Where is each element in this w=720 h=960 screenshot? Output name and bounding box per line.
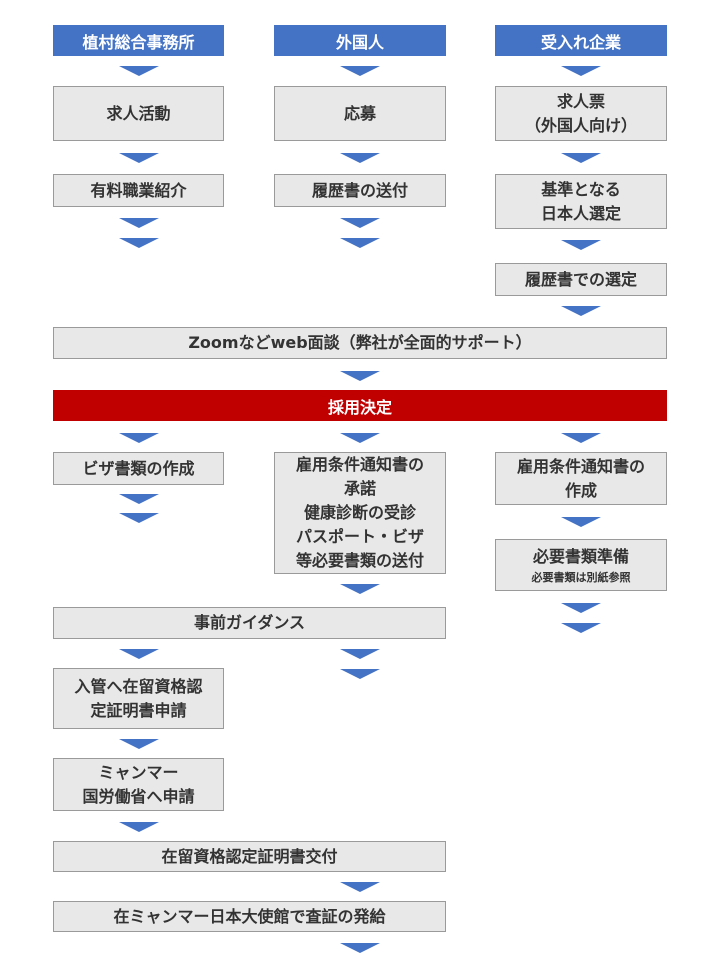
flow-arrow — [340, 584, 380, 594]
flow-arrow — [340, 943, 380, 953]
flow-arrow — [561, 240, 601, 250]
step-line: （外国人向け） — [524, 115, 637, 135]
flow-arrow — [561, 153, 601, 163]
flow-arrow — [340, 66, 380, 76]
step-line: 承諾 — [343, 479, 376, 498]
flow-arrow — [340, 153, 380, 163]
step-recruiting: 求人活動 — [53, 86, 224, 141]
header-company: 受入れ企業 — [495, 25, 667, 56]
flow-arrow — [561, 517, 601, 527]
step-employment-conditions: 雇用条件通知書の 作成 — [495, 452, 667, 505]
flow-arrow — [340, 218, 380, 228]
flow-arrow — [561, 623, 601, 633]
step-line: 雇用条件通知書の — [295, 455, 424, 474]
flow-arrow — [119, 649, 159, 659]
step-line: 日本人選定 — [540, 203, 621, 223]
step-web-interview: Zoomなどweb面談（弊社が全面的サポート） — [53, 327, 667, 359]
header-foreigner: 外国人 — [274, 25, 446, 56]
step-coe-issued: 在留資格認定証明書交付 — [53, 841, 446, 872]
step-myanmar-labor-application: ミャンマー 国労働省へ申請 — [53, 758, 224, 811]
flow-arrow — [119, 66, 159, 76]
step-line: 求人票 — [556, 91, 605, 111]
flow-arrow — [340, 669, 380, 679]
step-line: 国労働省へ申請 — [82, 786, 195, 806]
step-line: 定証明書申請 — [90, 700, 187, 720]
step-pre-guidance: 事前ガイダンス — [53, 607, 446, 639]
flow-arrow — [119, 513, 159, 523]
flow-arrow — [340, 882, 380, 892]
flow-arrow — [119, 433, 159, 443]
flow-arrow — [340, 433, 380, 443]
flow-arrow — [119, 238, 159, 248]
step-line: 基準となる — [541, 179, 621, 199]
flow-arrow — [561, 306, 601, 316]
flow-arrow — [119, 822, 159, 832]
step-line: パスポート・ビザ — [295, 527, 424, 546]
step-coe-application: 入管へ在留資格認 定証明書申請 — [53, 668, 224, 729]
flow-arrow — [561, 433, 601, 443]
step-line: 入管へ在留資格認 — [74, 676, 203, 696]
step-send-resume: 履歴書の送付 — [274, 174, 446, 207]
step-line: 健康診断の受診 — [303, 503, 416, 522]
step-line: ミャンマー — [98, 762, 179, 782]
step-line: 等必要書類の送付 — [295, 551, 424, 570]
flow-arrow — [340, 238, 380, 248]
step-foreigner-documents: 雇用条件通知書の 承諾 健康診断の受診 パスポート・ビザ 等必要書類の送付 — [274, 452, 446, 574]
step-prepare-documents: 必要書類準備 必要書類は別紙参照 — [495, 539, 667, 591]
step-paid-placement: 有料職業紹介 — [53, 174, 224, 207]
step-select-reference-japanese: 基準となる 日本人選定 — [495, 174, 667, 229]
flow-arrow — [340, 649, 380, 659]
step-visa-documents: ビザ書類の作成 — [53, 452, 224, 485]
hiring-decision-banner: 採用決定 — [53, 390, 667, 421]
flow-arrow — [119, 153, 159, 163]
flow-arrow — [561, 603, 601, 613]
step-line: 雇用条件通知書の — [516, 456, 645, 476]
step-line: 作成 — [564, 480, 597, 500]
flow-arrow — [119, 739, 159, 749]
header-uemura-office: 植村総合事務所 — [53, 25, 224, 56]
step-visa-issued: 在ミャンマー日本大使館で査証の発給 — [53, 901, 446, 932]
flow-arrow — [119, 218, 159, 228]
step-title: 必要書類準備 — [532, 547, 629, 566]
flow-arrow — [340, 371, 380, 381]
step-apply: 応募 — [274, 86, 446, 141]
step-note: 必要書類は別紙参照 — [531, 571, 631, 584]
flow-arrow — [561, 66, 601, 76]
flow-arrow — [119, 494, 159, 504]
step-resume-screening: 履歴書での選定 — [495, 263, 667, 296]
step-job-posting: 求人票 （外国人向け） — [495, 86, 667, 141]
